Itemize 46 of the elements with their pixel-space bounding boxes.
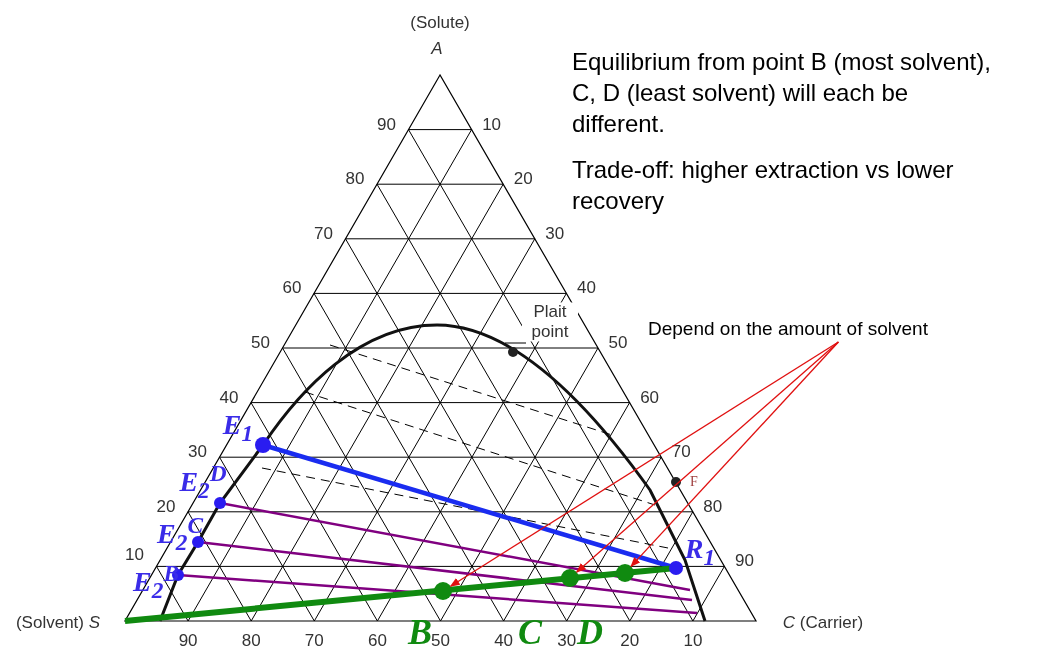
axis-label: (Solvent) S (15, 613, 101, 631)
point-label: D (577, 614, 603, 649)
note-paragraph: Trade-off: higher extraction vs lower recovery (572, 155, 955, 217)
axis-tick-label: 90 (178, 631, 198, 649)
axis-tick-label: 70 (314, 224, 333, 242)
axis-tick-label: 30 (188, 442, 207, 460)
annotation-text: Depend on the amount of solvent (648, 318, 928, 340)
axis-tick-label: 20 (620, 631, 640, 649)
axis-tick-label: 50 (431, 631, 450, 649)
point-label: E$_{1}$ (222, 411, 254, 445)
arrow (630, 341, 840, 568)
axis-tick-label: 60 (640, 388, 660, 406)
axis-tick-label: 30 (545, 224, 565, 242)
point-marker (561, 569, 579, 587)
point-marker (616, 564, 634, 582)
axis-tick-label: 40 (576, 278, 596, 296)
arrow (449, 341, 840, 587)
point-label: R$_{1}$ (684, 535, 716, 569)
axis-label: (Solute) (410, 13, 470, 31)
axis-label: A (431, 39, 443, 57)
axis-tick-label: 80 (345, 169, 365, 187)
axis-tick-label: 40 (219, 388, 239, 406)
axis-tick-label: 70 (671, 442, 691, 460)
point-label: C (518, 614, 542, 649)
axis-tick-label: 60 (282, 278, 302, 296)
axis-label: C (Carrier) (782, 613, 864, 631)
axis-tick-label: 10 (482, 115, 502, 133)
axis-tick-label: 60 (367, 631, 387, 649)
axis-tick-label: 50 (251, 333, 270, 351)
axis-tick-label: 30 (557, 631, 577, 649)
axis-tick-label: 20 (513, 169, 533, 187)
axis-tick-label: 90 (377, 115, 396, 133)
axis-tick-label: 40 (494, 631, 514, 649)
axis-label: F (690, 475, 698, 489)
note-paragraph: Equilibrium from point B (most solvent), C, D (least solvent) will each be different. (572, 47, 992, 140)
point-label: B (408, 614, 432, 649)
axis-tick-label: 90 (734, 551, 754, 569)
axis-tick-label: 50 (608, 333, 628, 351)
axis-tick-label: 70 (304, 631, 324, 649)
axis-tick-label: 20 (156, 497, 176, 515)
point-label: Plait point (522, 302, 578, 342)
axis-tick-label: 10 (125, 545, 144, 563)
axis-tick-label: 80 (703, 497, 723, 515)
axis-tick-label: 10 (683, 631, 703, 649)
axis-tick-label: 80 (241, 631, 261, 649)
point-marker (434, 582, 452, 600)
